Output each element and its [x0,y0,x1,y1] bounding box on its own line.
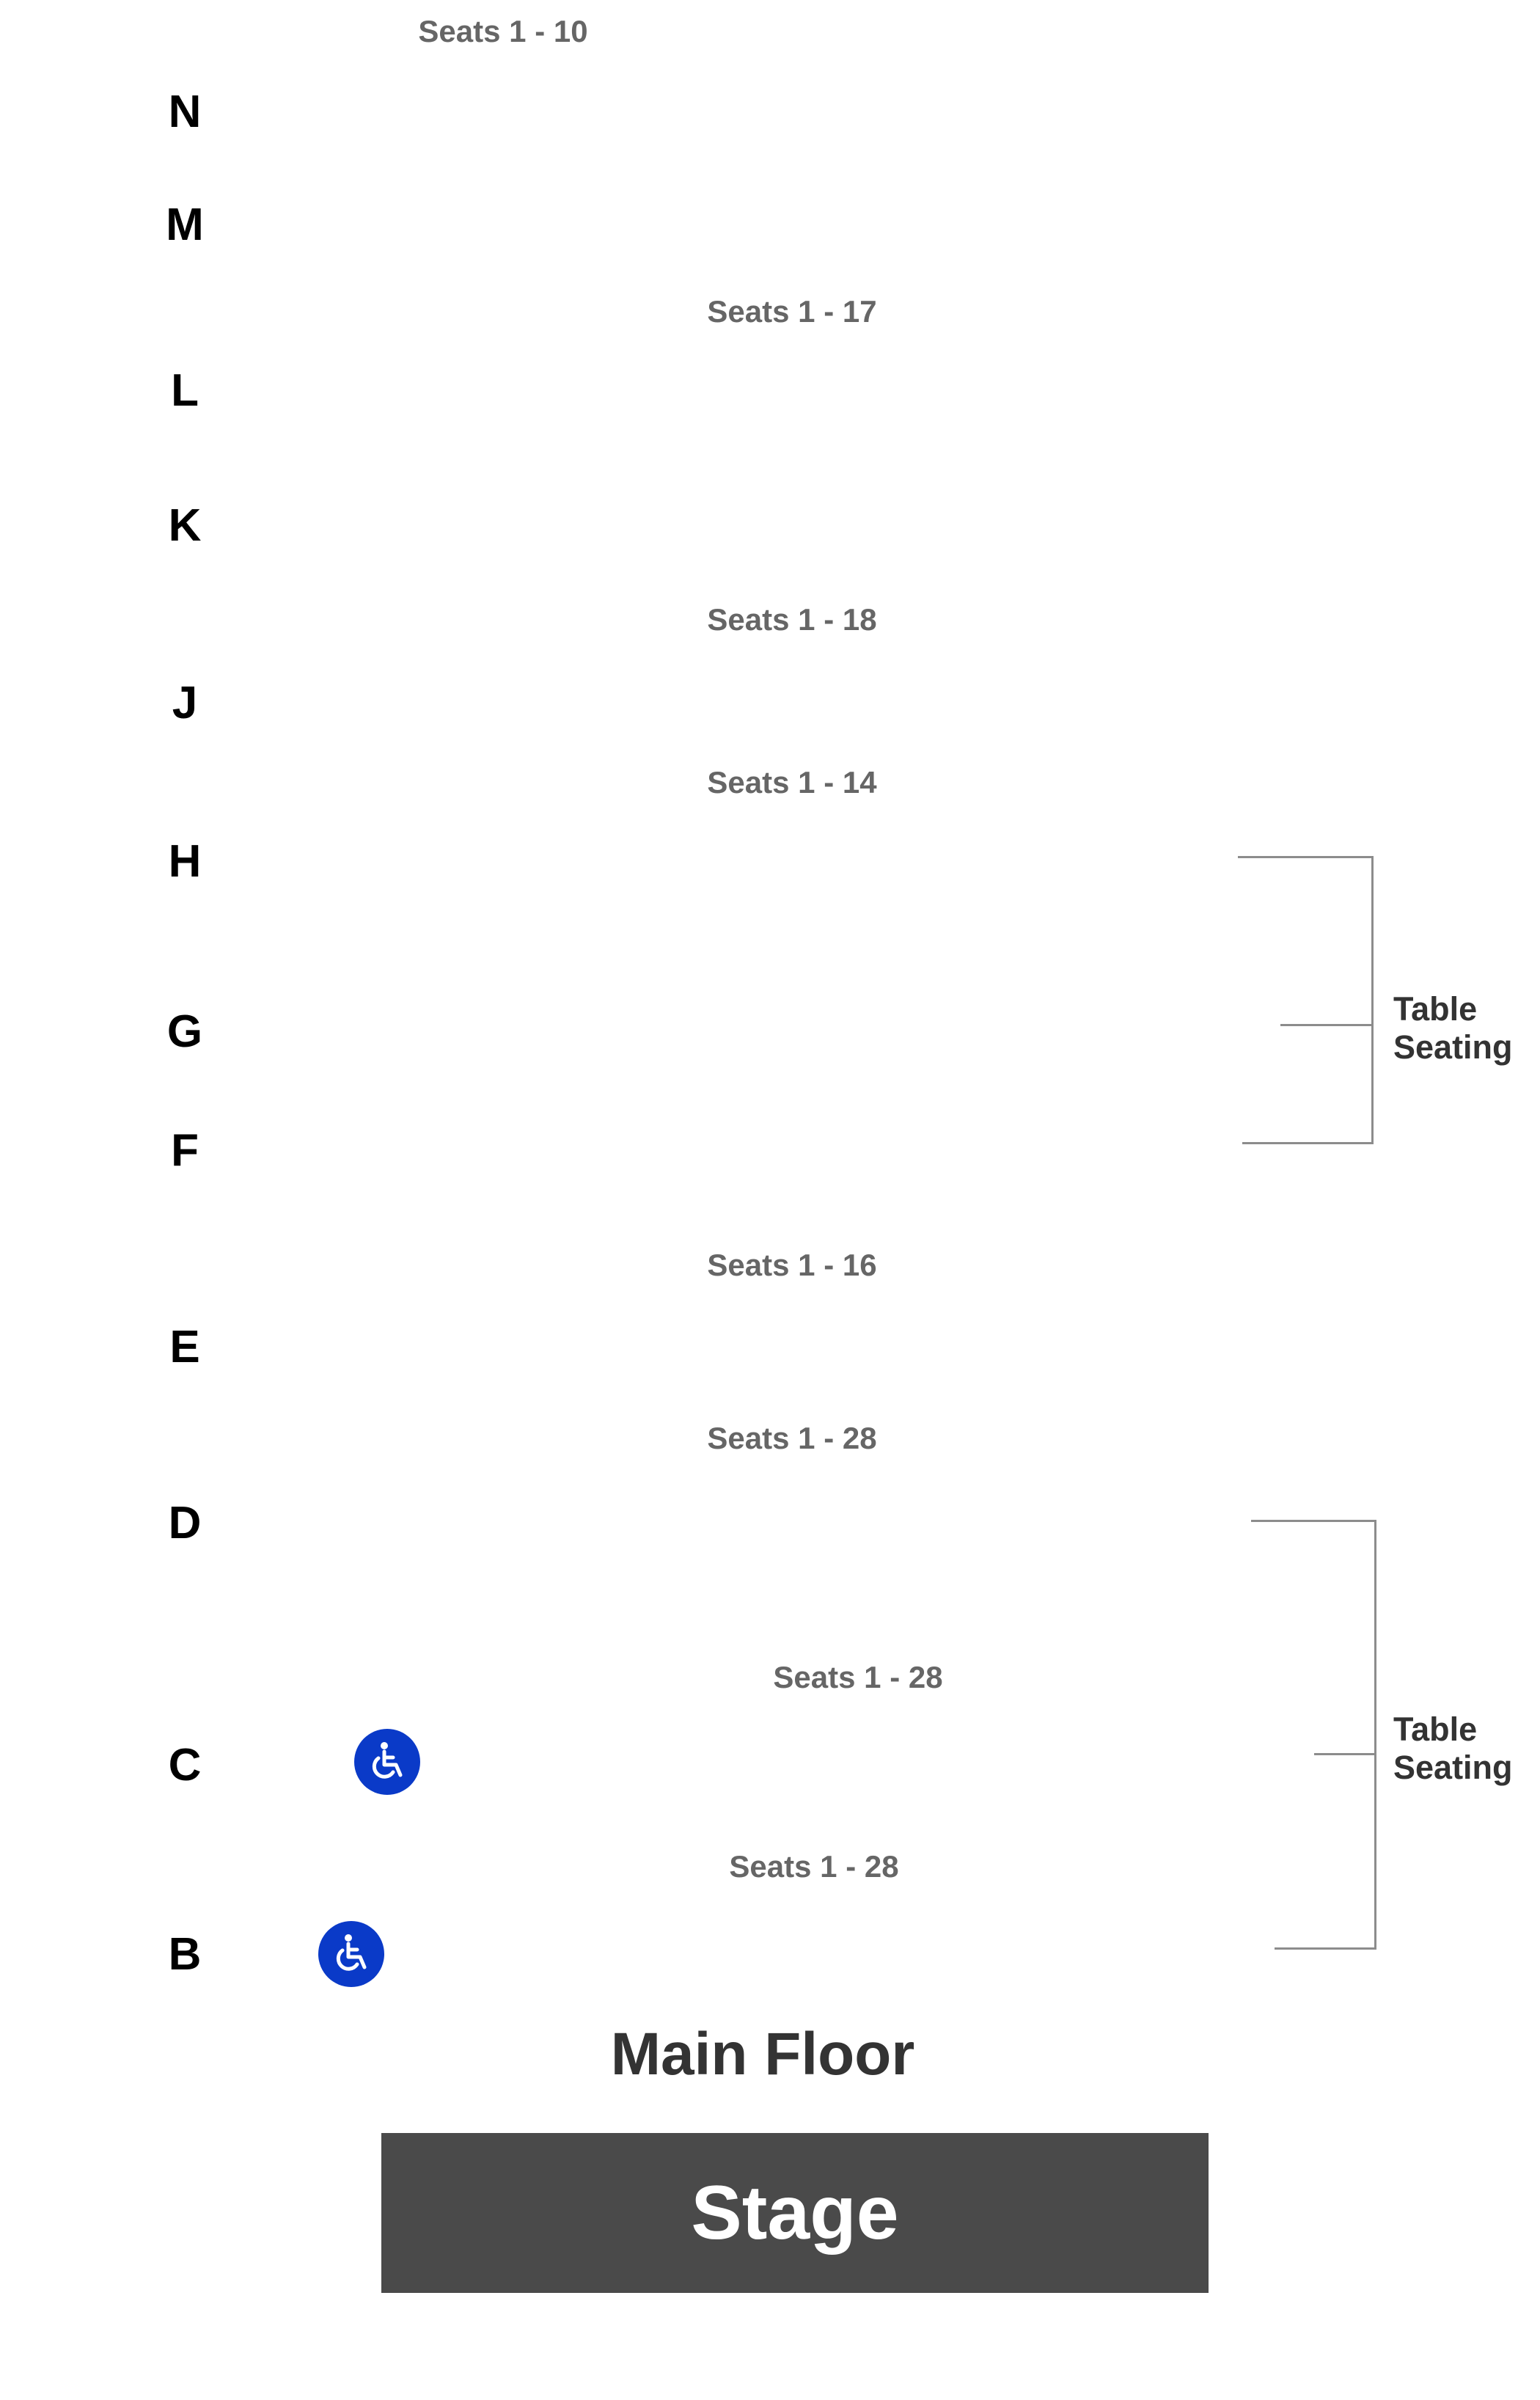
stage: Stage [381,2133,1209,2293]
bracket-bottom-arm [1275,1947,1376,1950]
seat-range-row-d: Seats 1 - 28 [707,1421,877,1455]
bracket-spine [1371,856,1374,1144]
table-seating-label: Table Seating [1393,990,1513,1066]
seat-range-row-b: Seats 1 - 28 [729,1849,899,1884]
bracket-middle-arm [1280,1024,1373,1026]
bracket-bottom-arm [1242,1142,1373,1144]
seat-range-row-h: Seats 1 - 14 [707,765,877,800]
row-label-j: J [172,678,198,728]
bracket-top-arm [1251,1520,1376,1522]
seat-range-row-n: Seats 1 - 10 [418,14,588,48]
row-label-d: D [168,1498,202,1548]
row-label-l: L [171,365,199,416]
section-title-main-floor: Main Floor [610,2021,915,2088]
row-label-b: B [168,1929,202,1980]
bracket-middle-arm [1314,1753,1376,1755]
seat-range-row-l: Seats 1 - 17 [707,294,877,329]
seat-range-row-e: Seats 1 - 16 [707,1248,877,1282]
seat-range-row-c: Seats 1 - 28 [773,1660,943,1694]
wheelchair-icon [354,1729,420,1795]
row-label-c: C [168,1740,202,1790]
seat-range-row-j: Seats 1 - 18 [707,602,877,637]
row-label-k: K [168,500,202,551]
bracket-top-arm [1238,856,1373,858]
row-label-f: F [171,1125,199,1176]
row-label-g: G [166,1006,203,1057]
row-label-m: M [166,200,204,250]
wheelchair-icon [318,1921,384,1987]
row-label-n: N [168,87,202,137]
bracket-spine [1374,1520,1376,1950]
row-label-h: H [168,836,202,887]
row-label-e: E [169,1322,200,1372]
stage-label: Stage [691,2170,899,2256]
table-seating-label: Table Seating [1393,1711,1513,1786]
